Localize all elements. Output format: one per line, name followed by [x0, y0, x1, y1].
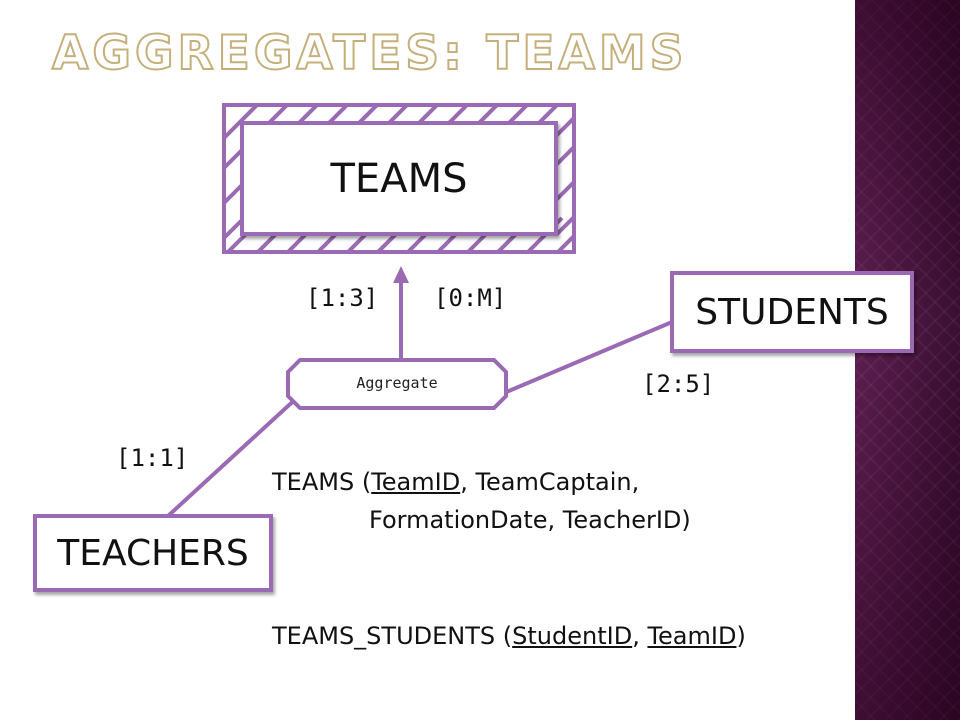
cardinality-students: [2:5]	[642, 370, 715, 398]
primary-key: TeamID	[371, 468, 461, 496]
entity-teachers: TEACHERS	[33, 514, 273, 592]
schema-teams-students: TEAMS_STUDENTS (StudentID, TeamID)	[272, 622, 746, 651]
schema-close-paren: )	[736, 622, 746, 650]
primary-key-team: TeamID	[647, 622, 737, 650]
cardinality-teams-left: [1:3]	[306, 284, 379, 312]
arrowhead-icon	[393, 266, 409, 283]
decorative-sidebar	[855, 0, 960, 720]
aggregate-to-students-line	[503, 320, 673, 395]
slide-title: Aggregates: Teams	[51, 26, 688, 81]
schema-attributes: , TeamCaptain,	[460, 468, 640, 496]
schema-teams-line1: TEAMS (TeamID, TeamCaptain,	[272, 468, 639, 497]
schema-teams-line2: FormationDate, TeacherID)	[369, 506, 691, 534]
schema-open-paren: (	[354, 468, 372, 496]
primary-key-student: StudentID	[512, 622, 633, 650]
schema-table-name: TEAMS	[272, 468, 355, 496]
schema-table-name: TEAMS_STUDENTS	[272, 622, 496, 650]
entity-teams: TEAMS	[240, 121, 558, 236]
schema-open-paren: (	[495, 622, 513, 650]
aggregate-label: Aggregate	[356, 374, 438, 392]
schema-separator: ,	[632, 622, 648, 650]
cardinality-teams-right: [0:M]	[434, 284, 507, 312]
aggregate-to-teachers-line	[166, 393, 302, 518]
cardinality-teachers: [1:1]	[116, 444, 189, 472]
aggregate-shape	[286, 358, 508, 410]
entity-students: STUDENTS	[670, 271, 914, 353]
